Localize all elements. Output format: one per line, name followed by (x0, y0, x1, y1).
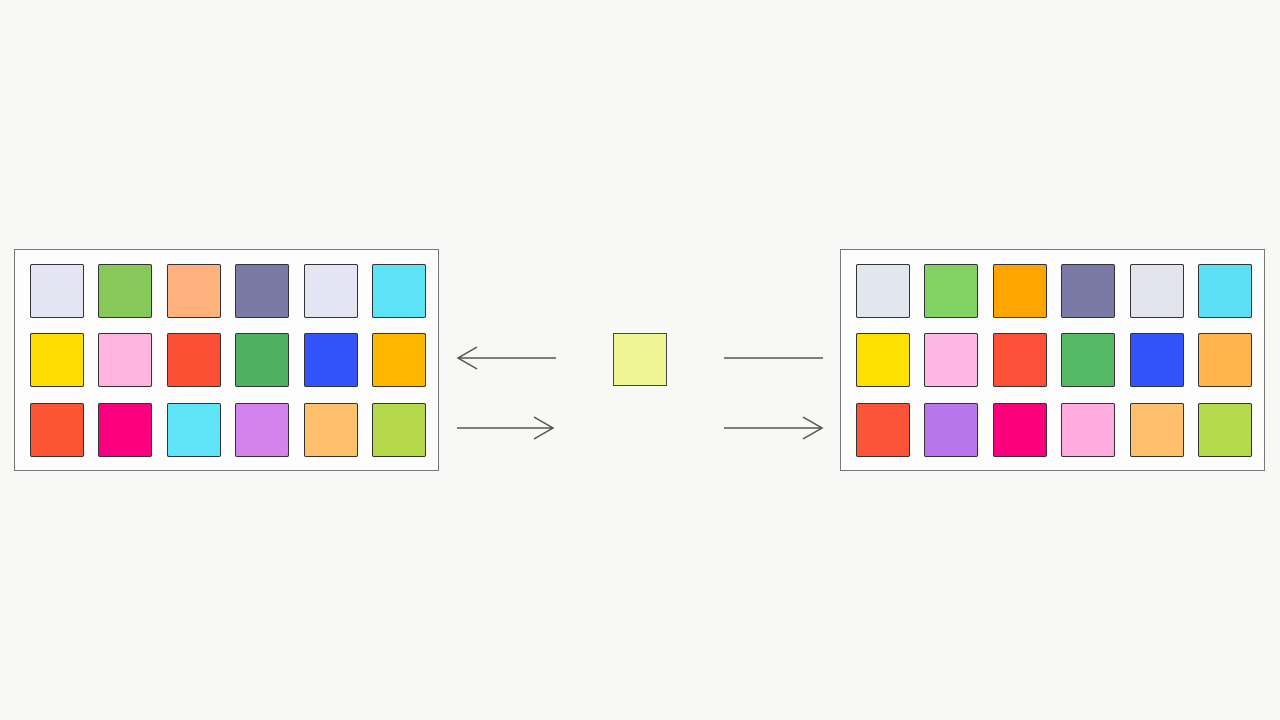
right-square-r1-c3 (993, 264, 1047, 318)
left-square-r2-c2 (98, 333, 152, 387)
right-square-r1-c6 (1198, 264, 1252, 318)
left-color-grid (14, 249, 439, 471)
right-color-grid (840, 249, 1265, 471)
right-square-r2-c3 (993, 333, 1047, 387)
right-square-r3-c5 (1130, 403, 1184, 457)
left-square-r1-c6 (372, 264, 426, 318)
right-square-r1-c2 (924, 264, 978, 318)
left-square-r1-c4 (235, 264, 289, 318)
left-square-r2-c1 (30, 333, 84, 387)
left-square-r1-c5 (304, 264, 358, 318)
left-square-r3-c4 (235, 403, 289, 457)
left-square-r1-c2 (98, 264, 152, 318)
left-square-r2-c5 (304, 333, 358, 387)
right-square-r2-c4 (1061, 333, 1115, 387)
right-square-r1-c4 (1061, 264, 1115, 318)
right-bottom-arrow (724, 416, 824, 440)
left-square-r2-c3 (167, 333, 221, 387)
left-square-r3-c3 (167, 403, 221, 457)
right-square-r2-c5 (1130, 333, 1184, 387)
right-square-r1-c1 (856, 264, 910, 318)
right-square-r3-c4 (1061, 403, 1115, 457)
left-square-r3-c5 (304, 403, 358, 457)
left-square-r2-c4 (235, 333, 289, 387)
right-square-r3-c2 (924, 403, 978, 457)
left-square-r3-c2 (98, 403, 152, 457)
center-color-square (613, 333, 667, 386)
right-square-r3-c1 (856, 403, 910, 457)
left-square-r1-c1 (30, 264, 84, 318)
left-square-r1-c3 (167, 264, 221, 318)
right-square-r2-c1 (856, 333, 910, 387)
right-square-r3-c6 (1198, 403, 1252, 457)
left-square-r2-c6 (372, 333, 426, 387)
right-square-r2-c6 (1198, 333, 1252, 387)
left-square-r3-c6 (372, 403, 426, 457)
right-square-r1-c5 (1130, 264, 1184, 318)
right-square-r2-c2 (924, 333, 978, 387)
left-top-arrow (456, 346, 556, 370)
left-square-r3-c1 (30, 403, 84, 457)
left-bottom-arrow (457, 416, 555, 440)
right-square-r3-c3 (993, 403, 1047, 457)
